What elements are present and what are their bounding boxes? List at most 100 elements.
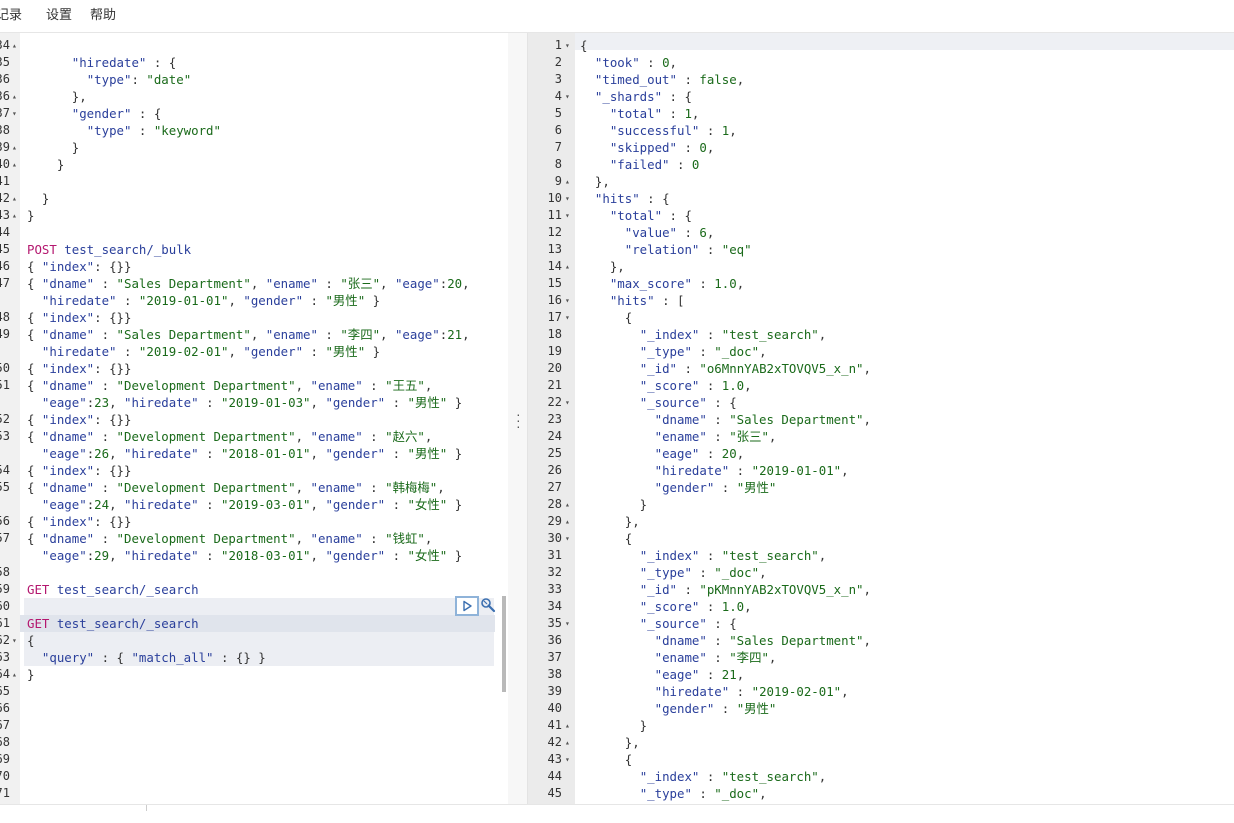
editor-line[interactable]: 66 xyxy=(0,700,508,717)
editor-line[interactable]: 72 xyxy=(0,802,508,804)
response-line[interactable]: 18 "_index" : "test_search", xyxy=(528,326,1234,343)
editor-line[interactable]: 42▴ } xyxy=(0,190,508,207)
response-line[interactable]: 15 "max_score" : 1.0, xyxy=(528,275,1234,292)
response-line[interactable]: 12 "value" : 6, xyxy=(528,224,1234,241)
response-line[interactable]: 37 "ename" : "李四", xyxy=(528,649,1234,666)
fold-close-icon[interactable]: ▴ xyxy=(12,92,17,101)
response-line[interactable]: 41▴ } xyxy=(528,717,1234,734)
fold-open-icon[interactable]: ▾ xyxy=(565,296,570,305)
editor-line[interactable]: 34▴ xyxy=(0,37,508,54)
response-line[interactable]: 31 "_index" : "test_search", xyxy=(528,547,1234,564)
response-line[interactable]: 43▾ { xyxy=(528,751,1234,768)
fold-close-icon[interactable]: ▴ xyxy=(565,177,570,186)
editor-line[interactable]: 65 xyxy=(0,683,508,700)
fold-close-icon[interactable]: ▴ xyxy=(565,517,570,526)
editor-line[interactable]: 53{ "dname" : "Development Department", … xyxy=(0,428,508,445)
response-line[interactable]: 42▴ }, xyxy=(528,734,1234,751)
fold-open-icon[interactable]: ▾ xyxy=(565,398,570,407)
editor-line[interactable]: 70 xyxy=(0,768,508,785)
response-line[interactable]: 3 "timed_out" : false, xyxy=(528,71,1234,88)
run-request-button[interactable] xyxy=(455,596,479,616)
fold-open-icon[interactable]: ▾ xyxy=(565,194,570,203)
pane-splitter[interactable]: ··· xyxy=(508,33,527,804)
response-line[interactable]: 19 "_type" : "_doc", xyxy=(528,343,1234,360)
editor-line[interactable]: 38 "type" : "keyword" xyxy=(0,122,508,139)
editor-line[interactable]: "eage":29, "hiredate" : "2018-03-01", "g… xyxy=(0,547,508,564)
response-line[interactable]: 38 "eage" : 21, xyxy=(528,666,1234,683)
editor-line[interactable]: 54{ "index": {}} xyxy=(0,462,508,479)
response-line[interactable]: 24 "ename" : "张三", xyxy=(528,428,1234,445)
editor-line[interactable]: "eage":23, "hiredate" : "2019-01-03", "g… xyxy=(0,394,508,411)
response-line[interactable]: 11▾ "total" : { xyxy=(528,207,1234,224)
editor-line[interactable]: 40▴ } xyxy=(0,156,508,173)
fold-open-icon[interactable]: ▾ xyxy=(565,211,570,220)
fold-close-icon[interactable]: ▴ xyxy=(12,143,17,152)
editor-line[interactable]: 52{ "index": {}} xyxy=(0,411,508,428)
response-line[interactable]: 45 "_type" : "_doc", xyxy=(528,785,1234,802)
response-line[interactable]: 32 "_type" : "_doc", xyxy=(528,564,1234,581)
response-line[interactable]: 44 "_index" : "test_search", xyxy=(528,768,1234,785)
response-line[interactable]: 30▾ { xyxy=(528,530,1234,547)
editor-line[interactable]: 58 xyxy=(0,564,508,581)
response-line[interactable]: 8 "failed" : 0 xyxy=(528,156,1234,173)
editor-line[interactable]: 48{ "index": {}} xyxy=(0,309,508,326)
editor-line[interactable]: "hiredate" : "2019-02-01", "gender" : "男… xyxy=(0,343,508,360)
response-line[interactable]: 35▾ "_source" : { xyxy=(528,615,1234,632)
fold-open-icon[interactable]: ▾ xyxy=(565,41,570,50)
editor-line[interactable]: 61GET test_search/_search xyxy=(0,615,508,632)
response-line[interactable]: 40 "gender" : "男性" xyxy=(528,700,1234,717)
fold-open-icon[interactable]: ▾ xyxy=(12,109,17,118)
editor-line[interactable]: 62▾{ xyxy=(0,632,508,649)
response-line[interactable]: 39 "hiredate" : "2019-02-01", xyxy=(528,683,1234,700)
fold-open-icon[interactable]: ▾ xyxy=(565,755,570,764)
request-editor[interactable]: 34▴35 "hiredate" : {36 "type": "date"36▴… xyxy=(0,33,508,804)
editor-line[interactable]: "hiredate" : "2019-01-01", "gender" : "男… xyxy=(0,292,508,309)
editor-line[interactable]: 63 "query" : { "match_all" : {} } xyxy=(0,649,508,666)
editor-line[interactable]: 69 xyxy=(0,751,508,768)
response-line[interactable]: 25 "eage" : 20, xyxy=(528,445,1234,462)
editor-line[interactable]: 49{ "dname" : "Sales Department", "ename… xyxy=(0,326,508,343)
response-line[interactable]: 21 "_score" : 1.0, xyxy=(528,377,1234,394)
fold-close-icon[interactable]: ▴ xyxy=(565,738,570,747)
fold-close-icon[interactable]: ▴ xyxy=(12,41,17,50)
response-line[interactable]: 20 "_id" : "o6MnnYAB2xTOVQV5_x_n", xyxy=(528,360,1234,377)
menu-history[interactable]: 记录 xyxy=(0,7,23,22)
editor-line[interactable]: 39▴ } xyxy=(0,139,508,156)
response-line[interactable]: 26 "hiredate" : "2019-01-01", xyxy=(528,462,1234,479)
response-line[interactable]: 33 "_id" : "pKMnnYAB2xTOVQV5_x_n", xyxy=(528,581,1234,598)
fold-open-icon[interactable]: ▾ xyxy=(565,92,570,101)
editor-line[interactable]: 36 "type": "date" xyxy=(0,71,508,88)
fold-close-icon[interactable]: ▴ xyxy=(12,194,17,203)
fold-open-icon[interactable]: ▾ xyxy=(565,534,570,543)
editor-line[interactable]: 51{ "dname" : "Development Department", … xyxy=(0,377,508,394)
response-line[interactable]: 16▾ "hits" : [ xyxy=(528,292,1234,309)
editor-line[interactable]: 56{ "index": {}} xyxy=(0,513,508,530)
response-line[interactable]: 27 "gender" : "男性" xyxy=(528,479,1234,496)
response-line[interactable]: 29▴ }, xyxy=(528,513,1234,530)
editor-line[interactable]: "eage":24, "hiredate" : "2019-03-01", "g… xyxy=(0,496,508,513)
response-line[interactable]: 36 "dname" : "Sales Department", xyxy=(528,632,1234,649)
editor-line[interactable]: 37▾ "gender" : { xyxy=(0,105,508,122)
response-line[interactable]: 23 "dname" : "Sales Department", xyxy=(528,411,1234,428)
editor-line[interactable]: 59GET test_search/_search xyxy=(0,581,508,598)
response-line[interactable]: 10▾ "hits" : { xyxy=(528,190,1234,207)
response-line[interactable]: 28▴ } xyxy=(528,496,1234,513)
response-code[interactable]: 1▾{2 "took" : 0,3 "timed_out" : false,4▾… xyxy=(528,37,1234,802)
editor-line[interactable]: 71 xyxy=(0,785,508,802)
editor-line[interactable]: 68 xyxy=(0,734,508,751)
fold-close-icon[interactable]: ▴ xyxy=(565,721,570,730)
menu-settings[interactable]: 设置 xyxy=(46,7,73,22)
response-viewer[interactable]: 1▾{2 "took" : 0,3 "timed_out" : false,4▾… xyxy=(527,33,1234,804)
editor-line[interactable]: "eage":26, "hiredate" : "2018-01-01", "g… xyxy=(0,445,508,462)
response-line[interactable]: 6 "successful" : 1, xyxy=(528,122,1234,139)
response-line[interactable]: 22▾ "_source" : { xyxy=(528,394,1234,411)
editor-line[interactable]: 46{ "index": {}} xyxy=(0,258,508,275)
response-line[interactable]: 7 "skipped" : 0, xyxy=(528,139,1234,156)
editor-line[interactable]: 44 xyxy=(0,224,508,241)
response-line[interactable]: 17▾ { xyxy=(528,309,1234,326)
editor-line[interactable]: 55{ "dname" : "Development Department", … xyxy=(0,479,508,496)
editor-line[interactable]: 64▴} xyxy=(0,666,508,683)
editor-line[interactable]: 41 xyxy=(0,173,508,190)
response-line[interactable]: 5 "total" : 1, xyxy=(528,105,1234,122)
